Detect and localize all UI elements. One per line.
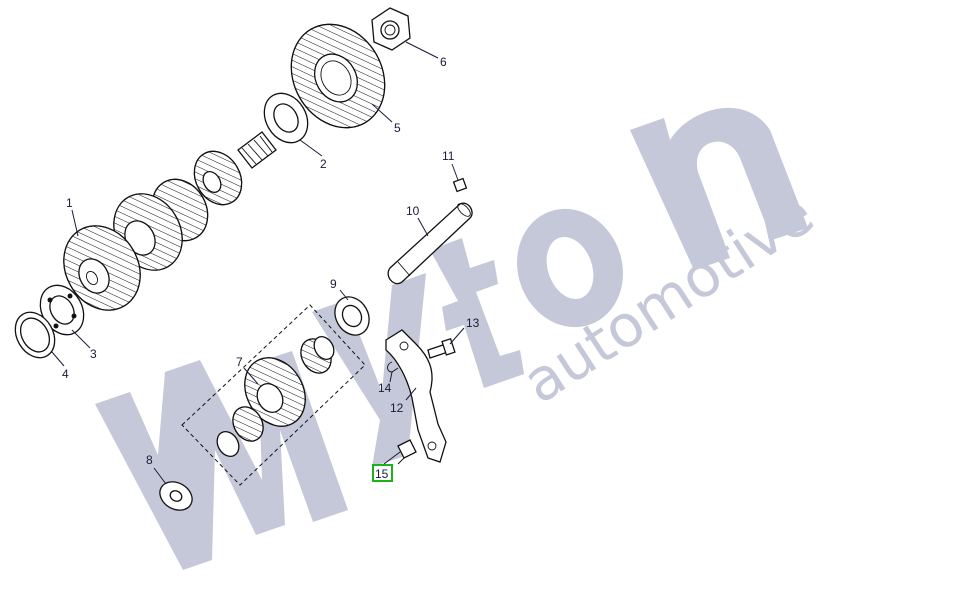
callout-15-highlight [372, 464, 393, 482]
callout-8[interactable]: 8 [146, 453, 153, 467]
watermark-letter-n [630, 107, 808, 270]
lever-12 [385, 329, 447, 463]
leader-lines [51, 41, 465, 485]
callout-labels: 1 2 3 4 5 6 7 8 9 10 11 12 13 14 15 [62, 55, 480, 482]
callout-5[interactable]: 5 [394, 121, 401, 135]
callout-9[interactable]: 9 [330, 277, 337, 291]
pin-11 [452, 177, 468, 193]
watermark-letter-t [430, 238, 524, 388]
callout-4[interactable]: 4 [62, 367, 69, 381]
bolt-13 [427, 337, 456, 359]
watermark-letter-m [95, 351, 348, 570]
idler-gear [244, 357, 306, 427]
bearing-9 [334, 296, 370, 336]
circlip-upper [313, 336, 335, 360]
callout-7[interactable]: 7 [236, 355, 243, 369]
needle-bearing-lower [232, 406, 264, 442]
callout-15[interactable]: 15 [375, 467, 389, 481]
bearing-3 [39, 284, 85, 336]
washer-8 [159, 481, 193, 511]
gear-large-front [63, 225, 141, 311]
shaft-spline [237, 131, 277, 169]
slipper-15 [397, 439, 417, 465]
callout-12[interactable]: 12 [390, 401, 404, 415]
main-shaft-assembly [63, 131, 277, 311]
callout-6[interactable]: 6 [440, 55, 447, 69]
callout-13[interactable]: 13 [466, 316, 480, 330]
group-7-dashed-box [181, 304, 366, 486]
callout-3[interactable]: 3 [90, 347, 97, 361]
callout-2[interactable]: 2 [320, 157, 327, 171]
circlip-4 [14, 311, 56, 359]
gear-small-top [193, 150, 243, 206]
shaft-10 [387, 202, 473, 285]
idler-group-7 [181, 304, 366, 486]
callout-10[interactable]: 10 [406, 204, 420, 218]
gear-5 [290, 23, 386, 129]
circlip-lower [216, 431, 240, 457]
bearing-2 [263, 92, 309, 144]
nut-6 [371, 7, 411, 51]
callout-1[interactable]: 1 [66, 196, 73, 210]
callout-11[interactable]: 11 [442, 149, 455, 163]
callout-14[interactable]: 14 [378, 381, 392, 395]
